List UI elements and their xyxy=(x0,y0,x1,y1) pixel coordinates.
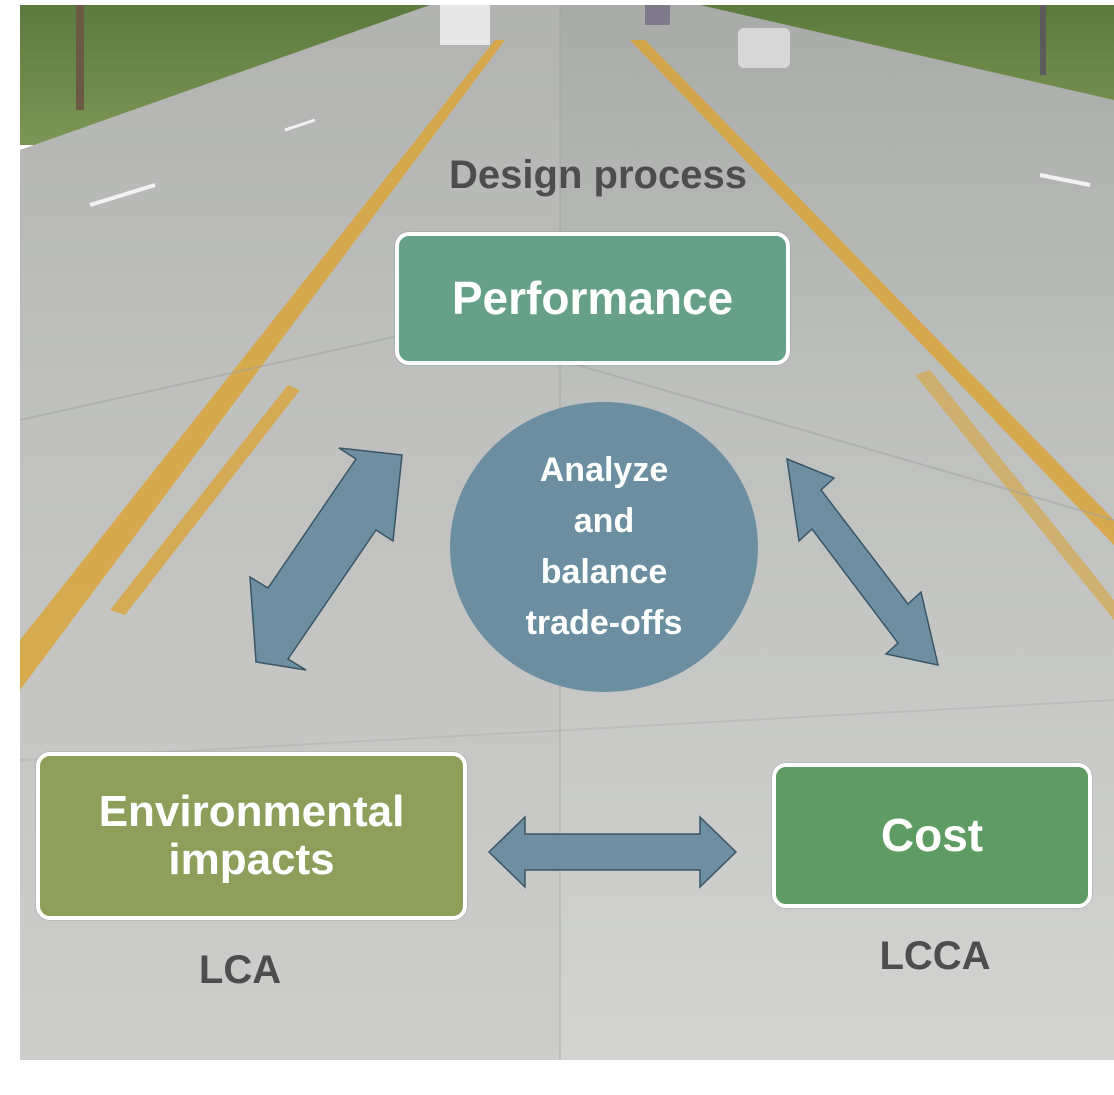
analyze-hub: Analyze and balance trade-offs xyxy=(450,402,758,692)
hub-line-4: trade-offs xyxy=(525,604,683,642)
performance-node: Performance xyxy=(395,232,790,365)
environmental-node: Environmental impacts xyxy=(36,752,467,920)
hub-line-3: balance xyxy=(540,553,668,591)
hub-line-1: Analyze xyxy=(539,451,669,489)
hub-line-2: and xyxy=(573,502,635,540)
environmental-label-line-1: Environmental xyxy=(98,787,405,837)
environmental-label-line-2: impacts xyxy=(168,835,335,884)
cost-label: Cost xyxy=(880,808,984,861)
lcca-caption: LCCA xyxy=(879,934,991,978)
performance-label: Performance xyxy=(451,271,734,324)
lca-caption: LCA xyxy=(198,948,282,992)
double-arrow-environmental-cost xyxy=(487,815,738,889)
double-arrow-performance-cost xyxy=(786,457,939,666)
diagram-title: Design process xyxy=(449,153,747,197)
double-arrow-environmental-performance xyxy=(249,447,403,671)
cost-node: Cost xyxy=(772,763,1092,908)
